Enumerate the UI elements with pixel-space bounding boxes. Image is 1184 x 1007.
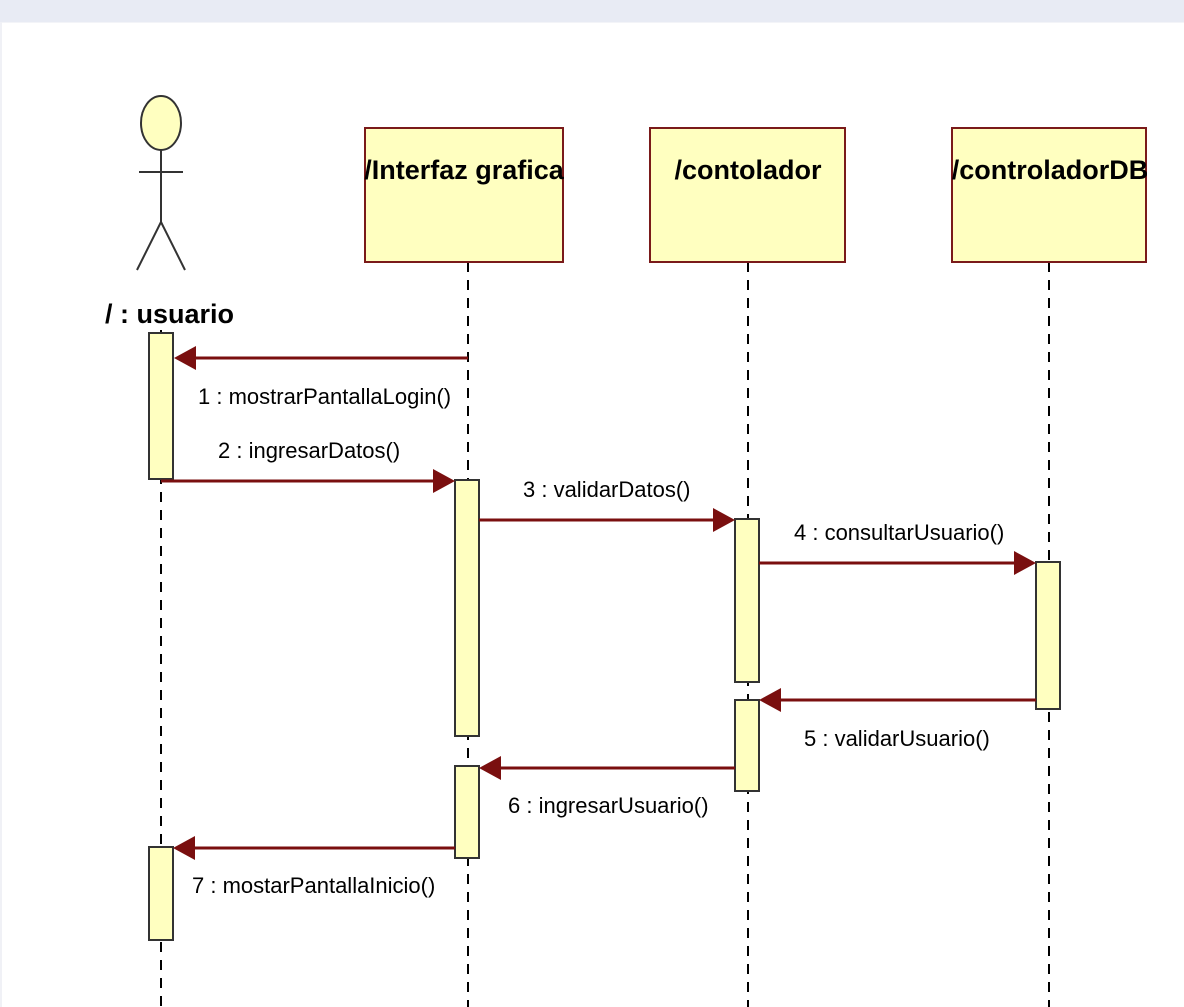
message-5-label: 5 : validarUsuario() <box>804 726 990 751</box>
lifeline-box-contolador <box>649 127 846 263</box>
message-7-label: 7 : mostarPantallaInicio() <box>192 873 435 898</box>
lifeline-title-contolador: /contolador <box>675 155 822 185</box>
actor-name: / : usuario <box>105 299 234 329</box>
activation-controladordb-1 <box>1035 561 1061 710</box>
activation-usuario-1 <box>148 332 174 480</box>
top-bar-divider <box>0 22 1184 23</box>
message-7 <box>173 836 455 860</box>
top-bar <box>0 0 1184 22</box>
message-4-label: 4 : consultarUsuario() <box>794 520 1004 545</box>
activation-interfaz-2 <box>454 765 480 859</box>
lifeline-title-controladordb: /controladorDB <box>952 155 1149 185</box>
message-4 <box>759 551 1036 575</box>
activation-usuario-2 <box>148 846 174 941</box>
message-2-label: 2 : ingresarDatos() <box>218 438 400 463</box>
message-3 <box>479 508 735 532</box>
message-1 <box>174 346 468 370</box>
lifeline-box-interfaz-grafica <box>364 127 564 263</box>
message-1-label: 1 : mostrarPantallaLogin() <box>198 384 451 409</box>
message-6-label: 6 : ingresarUsuario() <box>508 793 709 818</box>
message-6 <box>479 756 735 780</box>
message-5 <box>759 688 1036 712</box>
message-2 <box>161 469 455 493</box>
activation-contolador-2 <box>734 699 760 792</box>
lifeline-title-interfaz-grafica: /Interfaz grafica <box>364 155 565 185</box>
activation-contolador-1 <box>734 518 760 683</box>
lifeline-box-controladordb <box>951 127 1147 263</box>
message-3-label: 3 : validarDatos() <box>523 477 691 502</box>
activation-interfaz-1 <box>454 479 480 737</box>
left-edge <box>0 22 2 1007</box>
actor-usuario-icon <box>136 95 186 271</box>
